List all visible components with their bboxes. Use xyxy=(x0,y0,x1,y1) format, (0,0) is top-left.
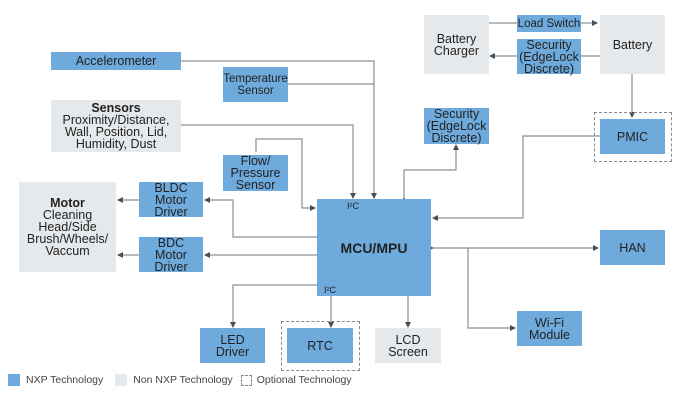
mcu-label: MCU/MPU xyxy=(340,239,408,256)
motor-line: Vaccum xyxy=(45,244,90,258)
motor-line: Cleaning xyxy=(42,208,93,222)
han-label: HAN xyxy=(619,240,646,255)
security-battery-block: Security (EdgeLock Discrete) xyxy=(517,37,581,76)
security-battery-label-line: (EdgeLock xyxy=(519,49,579,64)
accelerometer-block: Accelerometer xyxy=(51,52,181,70)
led-label-line: Driver xyxy=(215,344,250,359)
accelerometer-label: Accelerometer xyxy=(75,54,157,68)
temperature-label-line1: Temperature xyxy=(223,72,288,85)
bldc-motor-driver-block: BLDC Motor Driver xyxy=(139,180,203,219)
bdc-label-line: Driver xyxy=(154,259,188,274)
legend-nxp-label: NXP Technology xyxy=(26,374,104,386)
temperature-sensor-block: Temperature Sensor xyxy=(223,67,288,102)
load-switch-block: Load Switch xyxy=(517,15,581,32)
security-edgelock-block: Security (EdgeLock Discrete) xyxy=(424,108,489,144)
security-label-line: (EdgeLock xyxy=(426,119,487,133)
flow-pressure-sensor-block: Flow/ Pressure Sensor xyxy=(223,155,288,191)
pmic-label: PMIC xyxy=(616,129,649,144)
wifi-label-line: Wi-Fi xyxy=(534,315,565,330)
wire-mcu-wifi xyxy=(467,248,516,331)
sensors-line: Wall, Position, Lid, xyxy=(64,125,168,139)
motor-block: Motor Cleaning Head/Side Brush/Wheels/ V… xyxy=(19,182,116,272)
wire-mcu-bldc xyxy=(204,197,317,238)
bldc-label-line: Driver xyxy=(154,204,188,219)
led-driver-block: LED Driver xyxy=(200,328,265,363)
legend-non-nxp-label: Non NXP Technology xyxy=(133,374,233,386)
sensors-line: Proximity/Distance, xyxy=(62,113,170,127)
charger-label-line: Charger xyxy=(433,43,480,58)
temperature-label-line2: Sensor xyxy=(237,84,274,97)
flow-label-line: Sensor xyxy=(235,178,276,192)
wifi-label-line: Module xyxy=(529,327,570,342)
i2c-bottom-label: I²C xyxy=(324,285,336,295)
motor-line: Head/Side xyxy=(38,220,97,234)
sensors-title: Sensors xyxy=(91,101,141,115)
legend: NXP Technology Non NXP Technology Option… xyxy=(8,374,352,386)
han-block: HAN xyxy=(600,230,665,265)
mcu-mpu-block: MCU/MPU xyxy=(317,199,431,296)
security-label-line: Security xyxy=(433,107,480,121)
wire-accelerometer-mcu xyxy=(181,60,377,199)
pmic-optional-border xyxy=(594,112,672,162)
wire-mcu-security xyxy=(401,144,459,203)
legend-optional-swatch xyxy=(240,374,252,386)
battery-block: Battery xyxy=(600,15,665,74)
wire-pmic-mcu xyxy=(432,135,600,221)
pmic-block: PMIC xyxy=(600,119,665,154)
legend-optional-label: Optional Technology xyxy=(256,374,352,386)
bdc-label-line: BDC xyxy=(157,235,185,250)
wire-mcu-led xyxy=(230,284,317,328)
security-battery-label-line: Discrete) xyxy=(523,61,574,76)
led-label-line: LED xyxy=(220,332,245,347)
wire-flow-mcu xyxy=(255,138,316,211)
lcd-label-line: LCD xyxy=(395,332,421,347)
legend-non-nxp-swatch xyxy=(115,374,128,386)
sensors-block: Sensors Proximity/Distance, Wall, Positi… xyxy=(51,100,181,152)
rtc-optional-border xyxy=(281,321,360,371)
sensors-line: Humidity, Dust xyxy=(75,137,157,151)
motor-title: Motor xyxy=(50,196,85,210)
security-label-line: Discrete) xyxy=(431,131,482,145)
motor-line: Brush/Wheels/ xyxy=(26,232,109,246)
rtc-block: RTC xyxy=(287,328,353,363)
load-switch-label: Load Switch xyxy=(517,17,581,30)
bdc-motor-driver-block: BDC Motor Driver xyxy=(139,235,203,274)
rtc-label: RTC xyxy=(307,338,333,353)
i2c-top-label: I²C xyxy=(347,201,359,211)
flow-label-line: Pressure xyxy=(230,166,281,180)
legend-nxp-swatch xyxy=(8,374,20,386)
bldc-label-line: Motor xyxy=(155,192,187,207)
charger-label-line: Battery xyxy=(436,31,477,46)
battery-label: Battery xyxy=(612,37,653,52)
wifi-module-block: Wi-Fi Module xyxy=(517,311,582,346)
battery-charger-block: Battery Charger xyxy=(424,15,489,74)
bdc-label-line: Motor xyxy=(155,247,187,262)
wire-sensors-mcu xyxy=(181,124,356,199)
lcd-label-line: Screen xyxy=(388,344,428,359)
lcd-screen-block: LCD Screen xyxy=(375,328,441,363)
bldc-label-line: BLDC xyxy=(154,180,188,195)
security-battery-label-line: Security xyxy=(526,37,572,52)
flow-label-line: Flow/ xyxy=(240,154,271,168)
